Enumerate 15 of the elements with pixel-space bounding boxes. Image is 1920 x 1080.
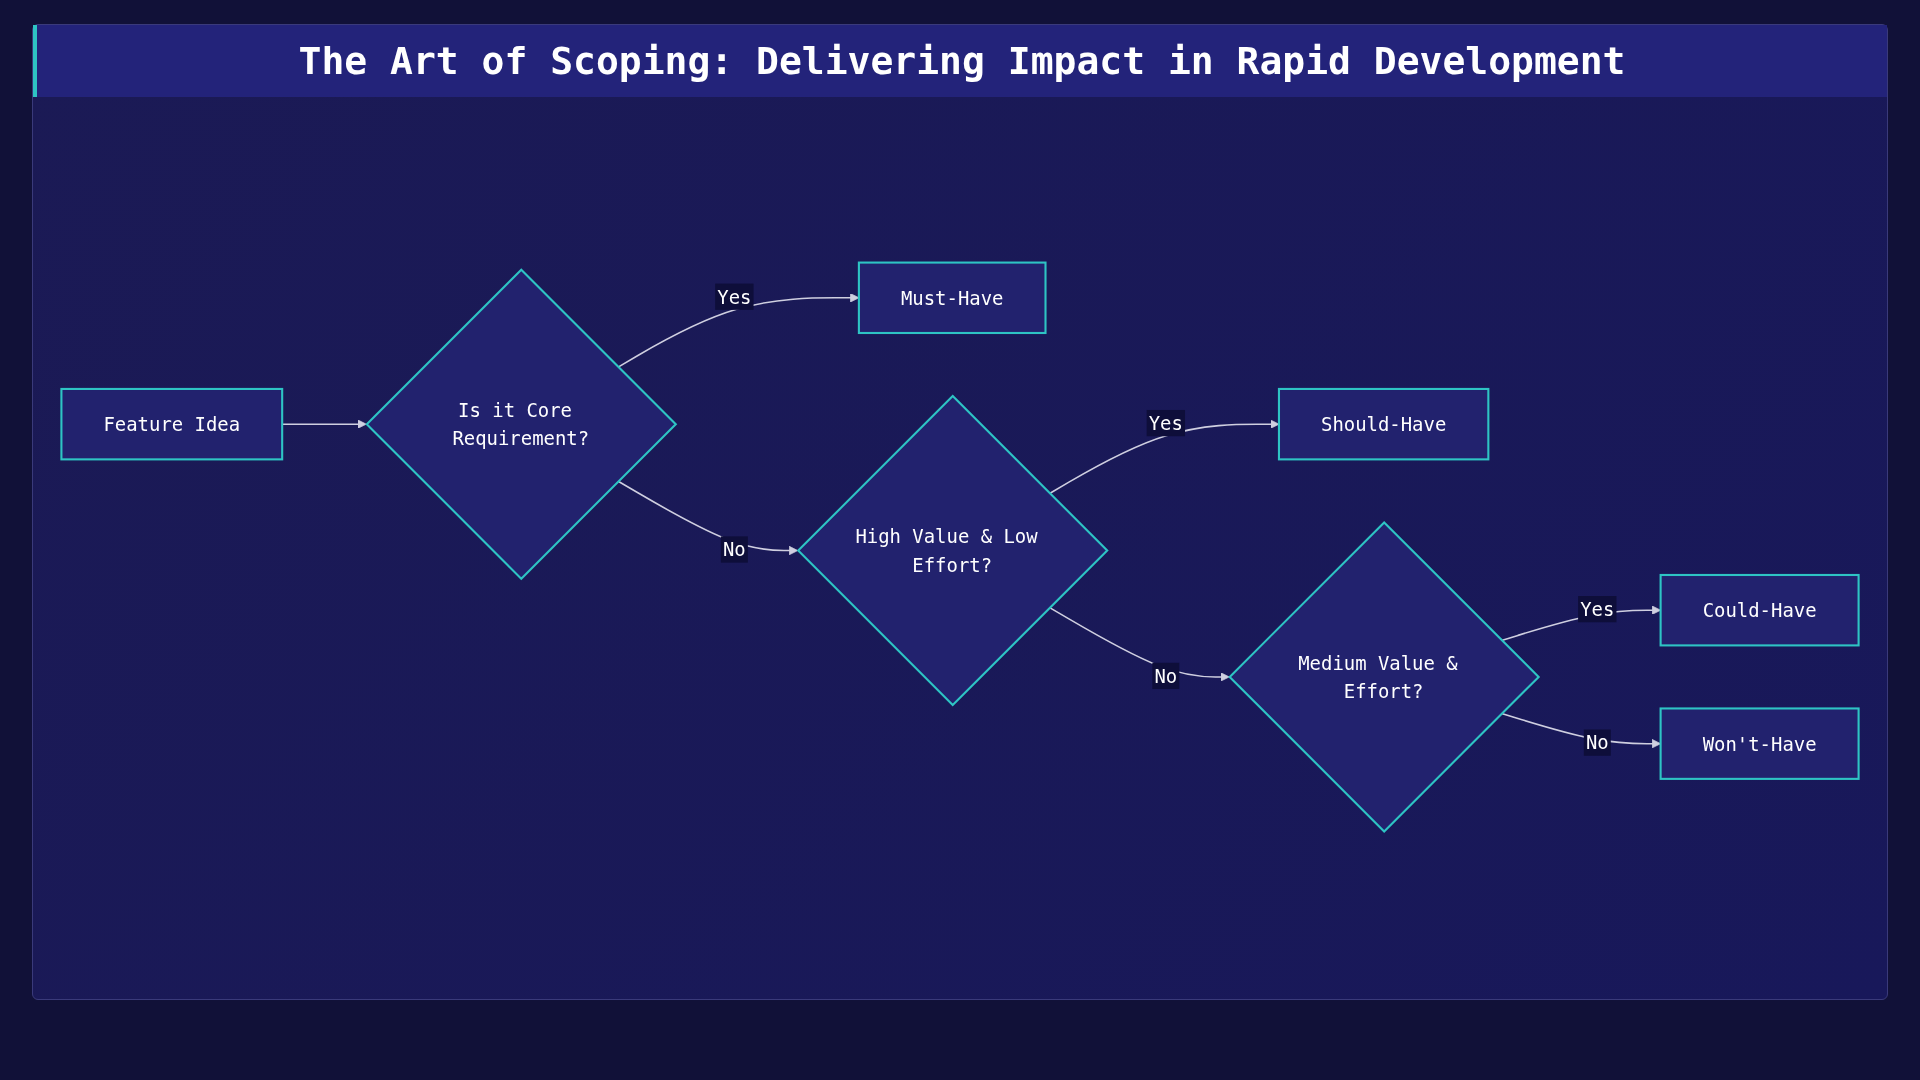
node-diamond: Medium Value & Effort? bbox=[1228, 520, 1541, 833]
node-box: Must-Have bbox=[857, 261, 1047, 335]
node-box: Could-Have bbox=[1659, 573, 1860, 647]
edge-label: No bbox=[722, 538, 746, 561]
title-banner: The Art of Scoping: Delivering Impact in Rapid Development bbox=[33, 25, 1887, 97]
node-diamond: Is it Core Requirement? bbox=[365, 268, 678, 581]
edge-label: Yes bbox=[1148, 411, 1183, 434]
edge-label: Yes bbox=[1580, 597, 1615, 620]
node-diamond: High Value & Low Effort? bbox=[796, 394, 1109, 707]
node-box: Won't-Have bbox=[1659, 707, 1860, 780]
edge-label: Yes bbox=[717, 285, 752, 308]
node-box: Should-Have bbox=[1277, 387, 1490, 461]
edge-label: No bbox=[1154, 664, 1178, 687]
node-box: Feature Idea bbox=[60, 387, 284, 461]
edge-label: No bbox=[1585, 731, 1609, 754]
